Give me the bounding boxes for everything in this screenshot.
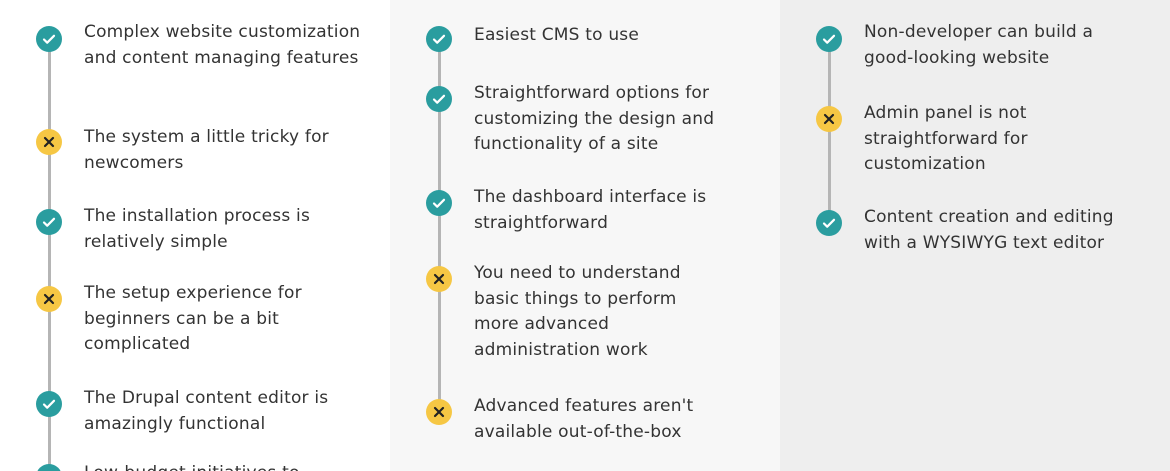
timeline-line [438, 39, 441, 412]
x-icon [36, 286, 62, 312]
item-text: Non-developer can build a good-looking w… [864, 22, 1094, 68]
item-text: Advanced features aren't available out-o… [474, 396, 694, 442]
x-icon [816, 106, 842, 132]
x-icon [36, 129, 62, 155]
item-text: The setup experience for beginners can b… [84, 283, 302, 354]
check-icon [36, 391, 62, 417]
item-text: Complex website customization and conten… [84, 22, 361, 68]
item-text: The Drupal content editor is amazingly f… [84, 388, 329, 434]
item-text: You need to understand basic things to p… [474, 263, 681, 360]
item-text: Easiest CMS to use [474, 25, 640, 45]
check-icon [426, 190, 452, 216]
column-3: Non-developer can build a good-looking w… [780, 0, 1170, 471]
check-icon [36, 209, 62, 235]
check-icon [36, 464, 62, 471]
timeline-line [48, 39, 51, 471]
item-text: The dashboard interface is straightforwa… [474, 187, 707, 233]
item-text: Straightforward options for customizing … [474, 83, 715, 154]
x-icon [426, 399, 452, 425]
item-text: The system a little tricky for newcomers [84, 127, 329, 173]
item-text: Low-budget initiatives to [84, 461, 374, 471]
item-text: Admin panel is not straightforward for c… [864, 103, 1028, 174]
item-text: Content creation and editing with a WYSI… [864, 207, 1114, 253]
check-icon [426, 26, 452, 52]
check-icon [816, 26, 842, 52]
check-icon [426, 86, 452, 112]
column-2: Easiest CMS to use Straightforward optio… [390, 0, 780, 471]
column-1: Complex website customization and conten… [0, 0, 390, 471]
check-icon [36, 26, 62, 52]
x-icon [426, 266, 452, 292]
item-text: The installation process is relatively s… [84, 206, 311, 252]
check-icon [816, 210, 842, 236]
